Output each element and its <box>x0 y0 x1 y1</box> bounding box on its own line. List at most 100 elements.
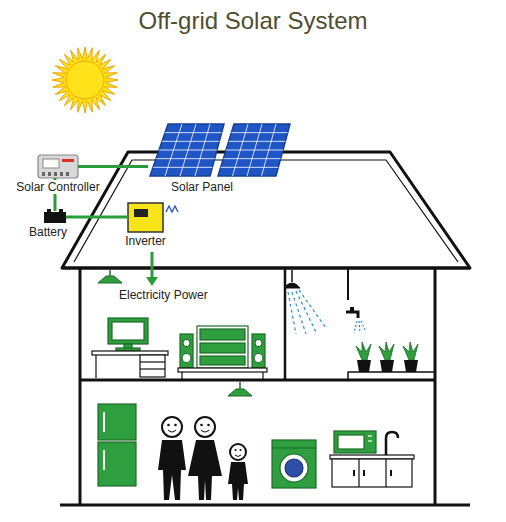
solar-controller-icon-part <box>43 159 59 168</box>
kitchen-part <box>332 459 412 487</box>
computer-desk-part <box>140 355 165 377</box>
family-part-part <box>201 430 209 432</box>
sun-rays <box>52 47 118 113</box>
stereo-part <box>180 334 193 368</box>
shower-part-part <box>288 292 296 334</box>
family-part-part <box>174 424 177 427</box>
solar-panel-array <box>150 124 290 176</box>
kitchen-part <box>358 459 359 487</box>
stereo-part <box>181 372 182 379</box>
faucet-part-part <box>359 321 360 333</box>
computer-desk-part <box>92 351 168 355</box>
power-arrow-part <box>146 277 158 286</box>
family-part-part <box>235 455 241 457</box>
panel-grid <box>195 124 210 176</box>
power-arrow <box>146 252 158 286</box>
washing-machine-part <box>280 454 308 482</box>
shower-part-part <box>299 290 326 328</box>
family-part-part <box>239 449 241 451</box>
solar-controller-icon-part-part <box>54 172 57 176</box>
solar-controller-icon-part <box>38 155 78 178</box>
stereo-part <box>200 356 245 365</box>
inverter-label: Inverter <box>124 234 167 248</box>
shower-part <box>284 283 300 288</box>
family-part <box>167 424 241 451</box>
shower-part <box>288 290 326 334</box>
faucet <box>346 307 366 333</box>
solar-controller-icon <box>38 155 78 178</box>
kitchen-part <box>385 459 386 487</box>
family-part-part <box>230 444 246 460</box>
inverter-icon-part <box>134 209 148 217</box>
kitchen-part <box>330 455 414 459</box>
stereo-part <box>254 354 263 363</box>
stereo-part <box>252 334 265 368</box>
battery: Battery <box>44 211 66 223</box>
shower <box>284 270 326 334</box>
kitchen-part <box>386 432 398 455</box>
panel-grid <box>165 124 182 176</box>
plants-part-part <box>380 360 394 372</box>
stereo <box>178 326 267 379</box>
kitchen-part <box>334 431 376 453</box>
inverter-icon-part <box>128 203 163 232</box>
solar-controller-icon-part-part <box>60 172 63 176</box>
family-part <box>158 440 248 500</box>
battery-icon-part <box>47 209 51 212</box>
refrigerator <box>98 404 136 486</box>
faucet-part <box>346 312 358 318</box>
solar-controller-icon-part <box>42 172 69 176</box>
plants-part-part <box>357 360 371 372</box>
stereo-part <box>255 340 262 347</box>
washing-machine-part <box>285 459 303 477</box>
computer-desk-part <box>112 322 144 340</box>
solar-controller-icon-part <box>62 159 74 162</box>
plants-part <box>357 360 418 372</box>
solar-panel-array-part <box>218 124 290 176</box>
plants-part-part <box>379 342 394 360</box>
family-part-part <box>228 462 248 500</box>
solar-controller-icon-part-part <box>48 172 51 176</box>
faucet-part <box>354 321 366 333</box>
plants-part-part <box>403 342 418 360</box>
washing-machine <box>272 440 316 488</box>
family-part-part <box>162 417 182 437</box>
stereo-part <box>182 354 191 363</box>
plants-part-part <box>404 360 418 372</box>
washing-machine-part <box>272 440 316 488</box>
refrigerator-part <box>103 412 105 432</box>
wire <box>78 165 148 168</box>
computer-desk-part <box>140 361 165 362</box>
battery-icon <box>44 209 66 223</box>
kitchen-part <box>353 470 355 476</box>
family-part-part <box>207 424 210 427</box>
power-arrow-part <box>151 252 154 278</box>
faucet-part <box>350 307 354 312</box>
faucet-part-part <box>354 321 357 333</box>
solar-panel: Solar Panel <box>148 122 292 178</box>
family-part-part <box>158 440 186 500</box>
computer-desk-part <box>108 318 148 344</box>
computer-desk-part <box>140 368 165 369</box>
family-part <box>162 417 246 460</box>
plants-part-part <box>356 342 371 360</box>
battery-icon-part <box>44 212 66 223</box>
refrigerator-part <box>98 404 136 440</box>
stereo-part <box>197 326 248 368</box>
plants <box>356 342 418 372</box>
kitchen-part <box>368 435 372 436</box>
kitchen-part <box>390 470 392 476</box>
panel-grid <box>247 124 262 176</box>
inverter-icon <box>128 203 178 232</box>
refrigerator-part <box>98 442 136 486</box>
family-part <box>168 430 241 457</box>
diagram-title: Off-grid Solar System <box>0 7 506 35</box>
computer-desk-part <box>95 355 96 378</box>
house-part <box>434 268 437 505</box>
wire <box>66 216 128 219</box>
house-part <box>284 268 287 380</box>
solar-panel-array-part <box>150 124 224 176</box>
sun-disc <box>66 61 104 99</box>
stereo-part <box>200 343 245 353</box>
solar-controller-icon-part-part <box>66 172 69 176</box>
